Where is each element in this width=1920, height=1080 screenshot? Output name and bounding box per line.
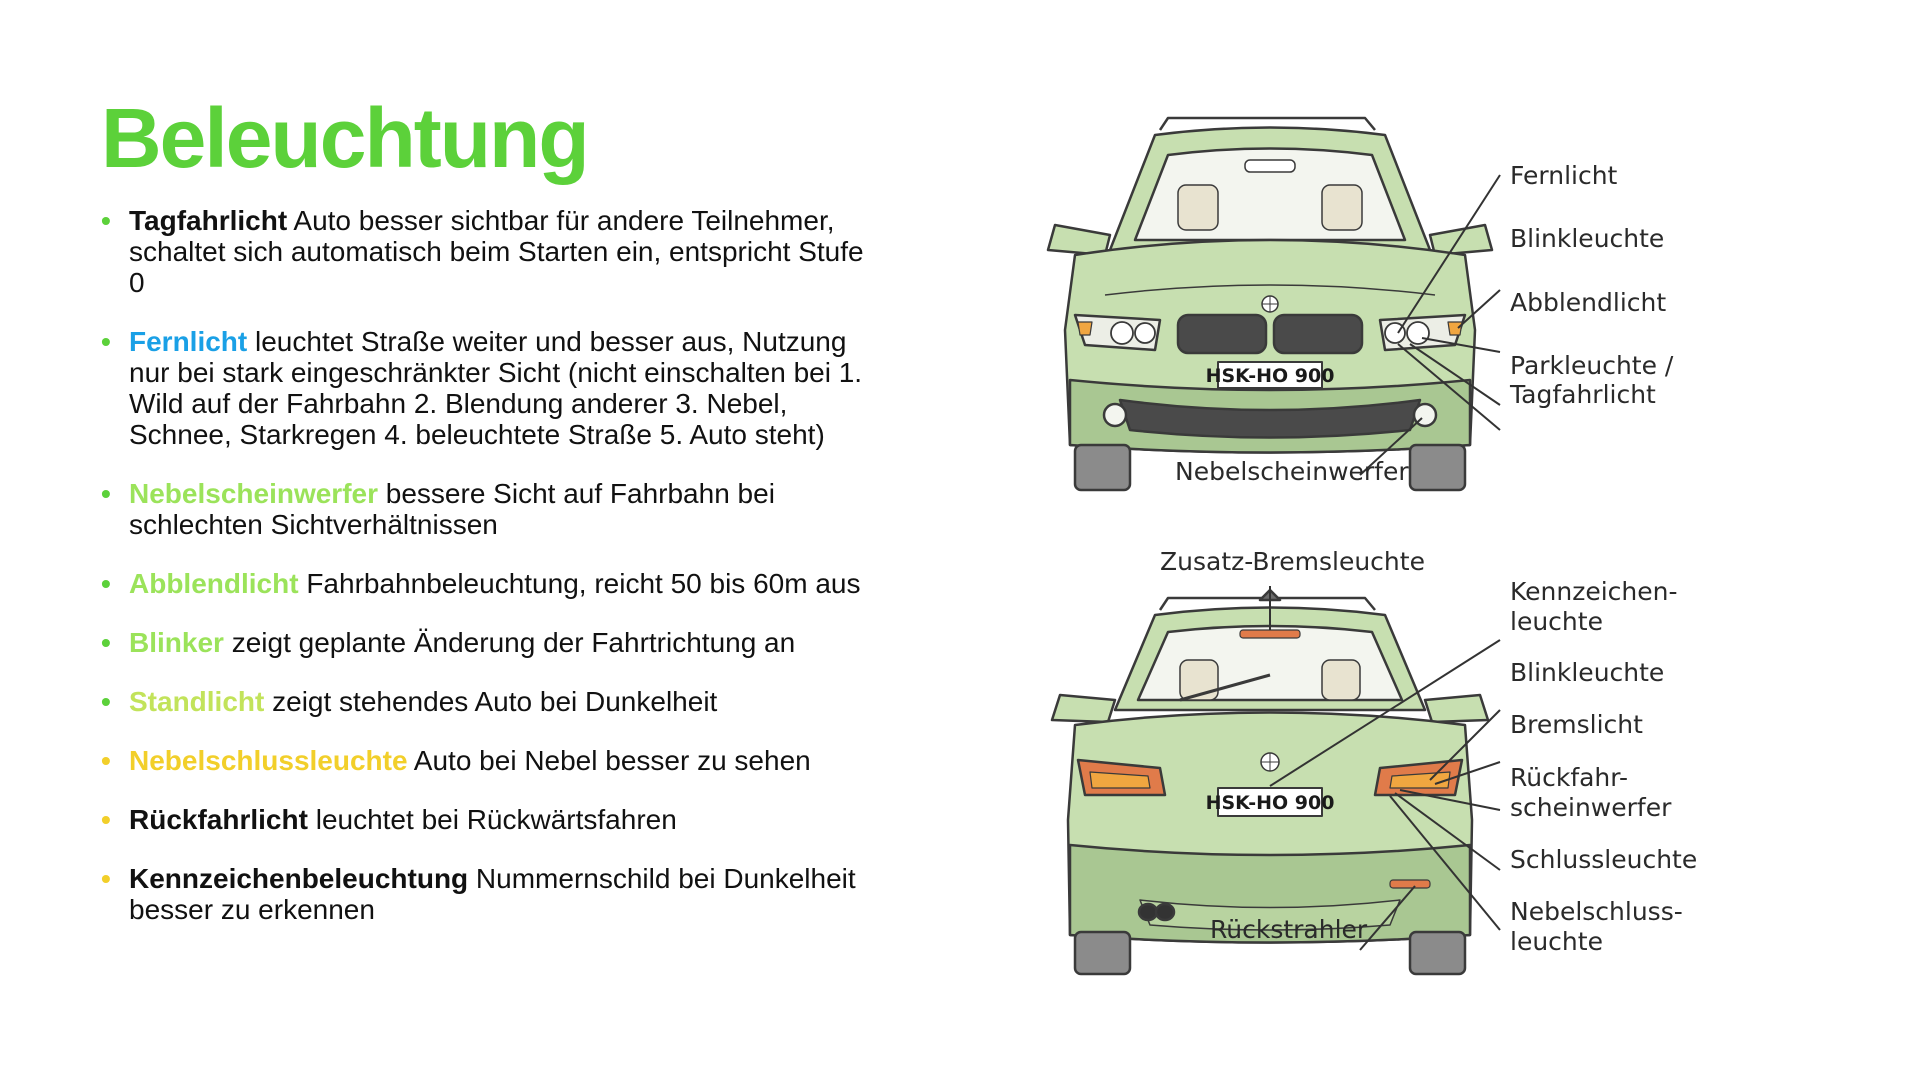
- list-item: • Tagfahrlicht Auto besser sichtbar für a…: [101, 205, 881, 298]
- item-description: Auto bei Nebel besser zu sehen: [407, 745, 811, 776]
- label-nebelschlussleuchte: Nebelschluss-: [1510, 897, 1683, 926]
- car-front-view: [1046, 116, 1494, 492]
- label-nebelscheinwerfer: Nebelscheinwerfer: [1175, 457, 1409, 486]
- list-item: • Abblendlicht Fahrbahnbeleuchtung, reich…: [101, 568, 881, 599]
- list-item: • Nebelschlussleuchte Auto bei Nebel bess…: [101, 745, 881, 776]
- item-term: Kennzeichenbeleuchtung: [129, 863, 469, 894]
- bullet-icon: •: [101, 627, 111, 658]
- list-item: • Standlicht zeigt stehendes Auto bei Dun…: [101, 686, 881, 717]
- bullet-icon: •: [101, 804, 111, 835]
- bullet-icon: •: [101, 478, 111, 509]
- front-leader-lines: [1359, 174, 1501, 476]
- item-term: Blinker: [129, 627, 224, 658]
- label-rear-blinkleuchte: Blinkleuchte: [1510, 658, 1664, 687]
- label-parkleuchte: Parkleuchte /: [1510, 351, 1674, 380]
- bullet-icon: •: [101, 326, 111, 357]
- label-zusatz-bremsleuchte: Zusatz-Bremsleuchte: [1160, 547, 1425, 576]
- label-front-blinkleuchte: Blinkleuchte: [1510, 224, 1664, 253]
- slide-title: Beleuchtung: [101, 91, 590, 185]
- list-item: • Blinker zeigt geplante Änderung der Fah…: [101, 627, 881, 658]
- list-item: • Kennzeichenbeleuchtung Nummernschild be…: [101, 863, 881, 925]
- item-term: Rückfahrlicht: [129, 804, 308, 835]
- label-tagfahrlicht: Tagfahrlicht: [1509, 380, 1656, 409]
- item-description: Nummernschild bei Dunkelheit besser zu e…: [129, 863, 856, 925]
- list-item: • Nebelscheinwerfer bessere Sicht auf Fah…: [101, 478, 881, 540]
- label-abblendlicht: Abblendlicht: [1510, 288, 1666, 317]
- bullet-icon: •: [101, 745, 111, 776]
- item-term: Fernlicht: [129, 326, 248, 357]
- rear-license-plate: HSK-HO 900: [1206, 792, 1335, 814]
- list-item: • Rückfahrlicht leuchtet bei Rückwärtsfah…: [101, 804, 881, 835]
- car-lighting-diagram: HSK-HO 900 Fernlicht Blinkleuchte Abblen…: [1046, 116, 1697, 976]
- label-rueckstrahler: Rückstrahler: [1210, 915, 1368, 944]
- item-term: Tagfahrlicht: [129, 205, 288, 236]
- bullet-icon: •: [101, 568, 111, 599]
- label-fernlicht: Fernlicht: [1510, 161, 1618, 190]
- item-description: Auto besser sichtbar für andere Teilnehm…: [129, 205, 864, 298]
- label-schlussleuchte: Schlussleuchte: [1510, 845, 1697, 874]
- label-bremslicht: Bremslicht: [1510, 710, 1643, 739]
- label-kennzeichenleuchte-2: leuchte: [1510, 607, 1603, 636]
- label-kennzeichenleuchte: Kennzeichen-: [1510, 577, 1678, 606]
- item-description: bessere Sicht auf Fahrbahn bei schlechte…: [129, 478, 775, 540]
- item-description: zeigt stehendes Auto bei Dunkelheit: [264, 686, 718, 717]
- rear-leader-lines: [1269, 586, 1501, 951]
- item-description: leuchtet Straße weiter und besser aus, N…: [129, 326, 863, 450]
- front-license-plate: HSK-HO 900: [1206, 365, 1335, 387]
- item-term: Nebelschlussleuchte: [129, 745, 408, 776]
- item-description: leuchtet bei Rückwärtsfahren: [307, 804, 677, 835]
- lighting-list: • Tagfahrlicht Auto besser sichtbar für a…: [101, 205, 881, 925]
- item-term: Nebelscheinwerfer: [129, 478, 378, 509]
- item-description: zeigt geplante Änderung der Fahrtrichtun…: [223, 627, 796, 658]
- list-item: • Fernlicht leuchtet Straße weiter und be…: [101, 326, 881, 450]
- item-term: Standlicht: [129, 686, 265, 717]
- label-nebelschlussleuchte-2: leuchte: [1510, 927, 1603, 956]
- bullet-icon: •: [101, 863, 111, 894]
- item-term: Abblendlicht: [129, 568, 299, 599]
- bullet-icon: •: [101, 205, 111, 236]
- label-rueckfahrscheinwerfer: Rückfahr-: [1510, 763, 1628, 792]
- car-rear-view: [1050, 588, 1490, 976]
- item-description: Fahrbahnbeleuchtung, reicht 50 bis 60m a…: [298, 568, 861, 599]
- label-rueckfahrscheinwerfer-2: scheinwerfer: [1510, 793, 1672, 822]
- bullet-icon: •: [101, 686, 111, 717]
